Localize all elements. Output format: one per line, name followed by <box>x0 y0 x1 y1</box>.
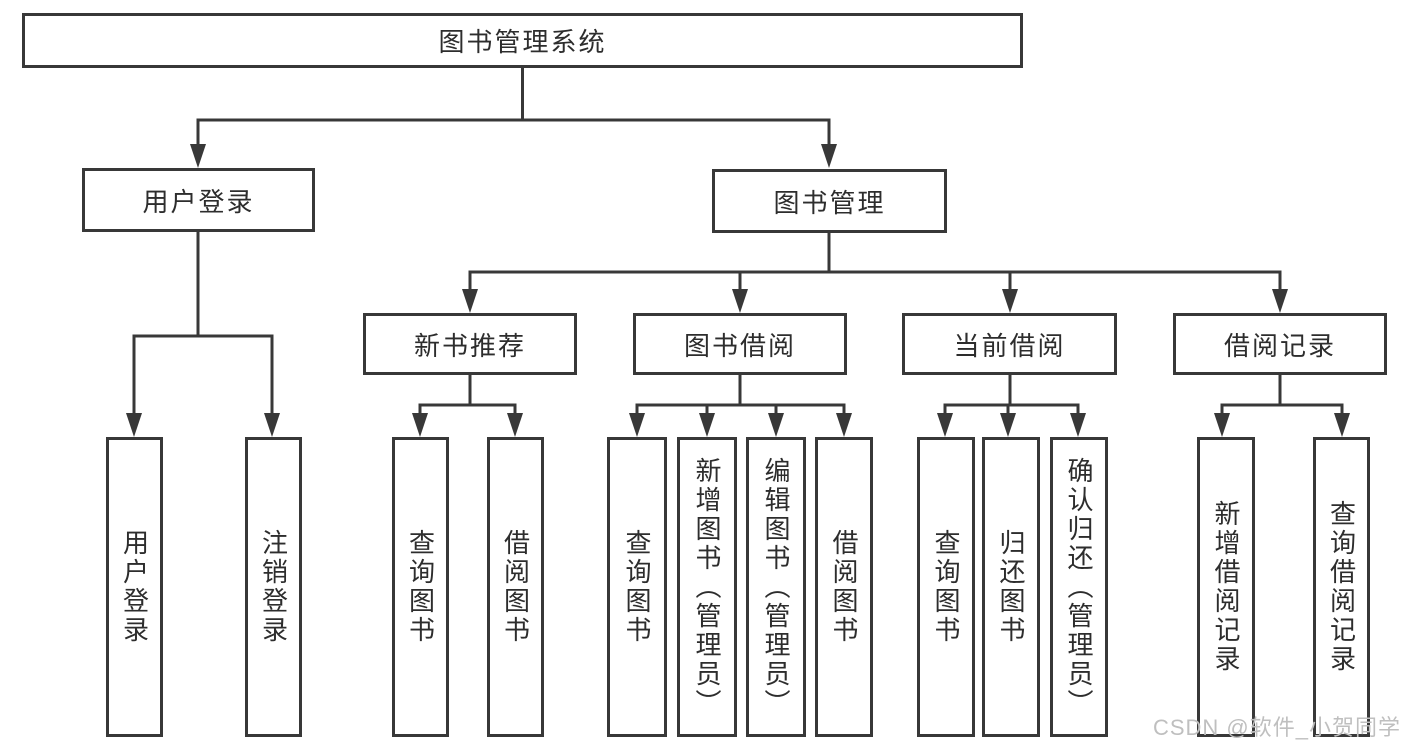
node-label: 用户登录 <box>142 186 255 217</box>
arrow-down-icon <box>507 413 523 437</box>
arrow-down-icon <box>1334 413 1350 437</box>
leaf-confirm-return-admin: 确认归还（管理员） <box>1050 437 1108 737</box>
node-label: 用户登录 <box>119 529 150 645</box>
leaf-borrow-books: 借阅图书 <box>815 437 873 737</box>
leaf-query-books-current: 查询图书 <box>917 437 975 737</box>
node-label: 图书借阅 <box>683 330 796 361</box>
connector-line <box>418 375 517 419</box>
node-book-borrowing: 图书借阅 <box>633 313 847 375</box>
connector-line <box>1220 375 1344 419</box>
arrow-down-icon <box>1272 289 1288 313</box>
arrow-down-icon <box>937 413 953 437</box>
leaf-return-books: 归还图书 <box>982 437 1040 737</box>
node-label: 图书管理 <box>773 187 886 218</box>
node-label: 图书管理系统 <box>438 27 607 57</box>
node-label: 编辑图书（管理员） <box>761 456 791 718</box>
node-root-library-management-system: 图书管理系统 <box>22 13 1023 68</box>
leaf-query-books-borrowing: 查询图书 <box>607 437 667 737</box>
arrow-down-icon <box>462 289 478 313</box>
node-user-login: 用户登录 <box>82 168 315 232</box>
csdn-watermark: CSDN @软件_小贺同学 <box>1152 715 1401 740</box>
leaf-query-books-recommend: 查询图书 <box>392 437 449 737</box>
node-label: 当前借阅 <box>953 330 1066 361</box>
arrow-down-icon <box>126 413 142 437</box>
node-label: 新增图书（管理员） <box>692 456 722 718</box>
connector-line <box>132 232 274 419</box>
node-label: 借阅图书 <box>500 529 531 645</box>
arrow-down-icon <box>412 413 428 437</box>
leaf-user-login: 用户登录 <box>106 437 163 737</box>
connector-line <box>943 375 1080 419</box>
leaf-add-borrow-record: 新增借阅记录 <box>1197 437 1255 737</box>
node-borrowing-records: 借阅记录 <box>1173 313 1387 375</box>
arrow-down-icon <box>699 413 715 437</box>
node-label: 借阅记录 <box>1223 330 1336 361</box>
node-label: 确认归还（管理员） <box>1064 456 1094 718</box>
node-label: 查询图书 <box>405 529 436 645</box>
connector-line <box>468 233 1282 295</box>
node-label: 新增借阅记录 <box>1211 500 1241 674</box>
node-new-book-recommend: 新书推荐 <box>363 313 577 375</box>
arrow-down-icon <box>836 413 852 437</box>
node-label: 新书推荐 <box>413 330 526 361</box>
leaf-query-borrow-record: 查询借阅记录 <box>1313 437 1370 737</box>
leaf-add-books-admin: 新增图书（管理员） <box>677 437 737 737</box>
node-book-management: 图书管理 <box>712 169 947 233</box>
arrow-down-icon <box>1070 413 1086 437</box>
node-label: 借阅图书 <box>829 529 859 645</box>
connector-line <box>635 375 846 419</box>
arrow-down-icon <box>1002 289 1018 313</box>
arrow-down-icon <box>768 413 784 437</box>
node-label: 查询图书 <box>622 529 652 645</box>
leaf-borrow-books-recommend: 借阅图书 <box>487 437 544 737</box>
node-label: 注销登录 <box>258 529 289 645</box>
leaf-edit-books-admin: 编辑图书（管理员） <box>746 437 806 737</box>
node-label: 归还图书 <box>996 529 1026 645</box>
arrow-down-icon <box>732 289 748 313</box>
node-label: 查询借阅记录 <box>1326 500 1357 674</box>
arrow-down-icon <box>629 413 645 437</box>
arrow-down-icon <box>821 144 837 168</box>
arrow-down-icon <box>190 144 206 168</box>
connector-line <box>196 68 831 150</box>
arrow-down-icon <box>1000 413 1016 437</box>
node-label: 查询图书 <box>931 529 961 645</box>
node-current-borrowing: 当前借阅 <box>902 313 1117 375</box>
leaf-logout: 注销登录 <box>245 437 302 737</box>
arrow-down-icon <box>1214 413 1230 437</box>
arrow-down-icon <box>264 413 280 437</box>
